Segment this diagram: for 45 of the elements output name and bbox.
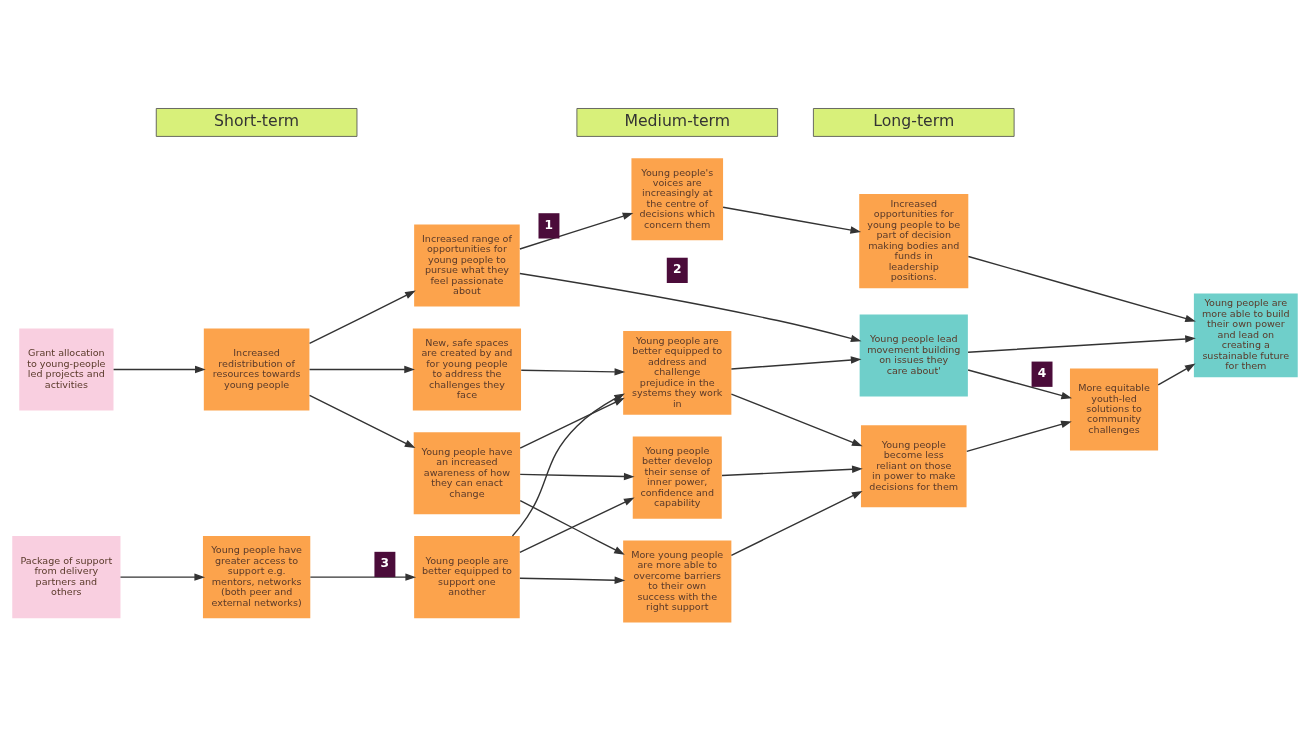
node-box: More equitable youth-led solutions to community challenges <box>1069 368 1159 451</box>
arrow <box>967 368 1072 399</box>
arrow <box>520 367 626 376</box>
edge-label: 4 <box>1037 365 1047 380</box>
arrow <box>721 465 863 476</box>
label: Long-term <box>873 110 955 130</box>
edge-label: 2 <box>672 261 682 276</box>
node-box: Young people are more able to build their own power and lead on creating a sustainable future for them <box>1193 293 1298 377</box>
node-box: Young people's voices are increasingly at the centre of decisions which concern them <box>631 157 724 240</box>
arrow <box>519 272 862 342</box>
label: Short-term <box>214 110 300 130</box>
node-box: Young people lead movement building on issues they care about' <box>859 313 968 396</box>
arrow <box>519 472 635 480</box>
arrow <box>309 572 417 581</box>
node-box: Increased opportunities for young people to be part of decision making bodies and funds in leadership positions. <box>859 193 969 288</box>
node-box: Increased redistribution of resources towards young people <box>203 327 310 410</box>
node-box: Young people are better equipped to support one another <box>414 535 520 618</box>
arrow <box>722 206 862 234</box>
arrow <box>967 334 1196 353</box>
arrow <box>966 420 1072 452</box>
arrow <box>1157 363 1196 386</box>
arrow <box>519 212 634 250</box>
arrow <box>519 575 626 584</box>
arrow <box>112 365 206 373</box>
arrow <box>967 255 1196 322</box>
node-box: Package of support from delivery partners and others <box>12 535 121 618</box>
node-box: Young people have an increased awareness of how they can enact change <box>413 431 521 514</box>
arrow <box>308 394 416 448</box>
arrow <box>730 355 862 370</box>
node-box: Increased range of opportunities for young people to pursue what they feel passionate about <box>414 224 520 307</box>
node-box: New, safe spaces are created by and for young people to address the challenges they face <box>412 327 522 410</box>
edge-label: 1 <box>544 217 554 232</box>
node-box: More young people are more able to overcome barriers to their own success with the right support <box>623 540 732 622</box>
arrow <box>308 290 416 344</box>
node-box: Young people better develop their sense of inner power, confidence and capability <box>632 436 722 519</box>
arrow <box>730 490 863 556</box>
arrow <box>308 365 415 373</box>
node-box: Grant allocation to young-people led projects and activities <box>19 327 114 410</box>
label: Medium-term <box>624 110 731 130</box>
node-box: Young people are better equipped to address and challenge prejudice in the systems they work in <box>623 330 732 415</box>
node-box: Young people have greater access to support e.g. mentors, networks (both peer and external networks) <box>202 535 311 618</box>
node-box: Young people become less reliant on those in power to make decisions for them <box>860 424 967 507</box>
edge-label: 3 <box>380 555 390 570</box>
arrow <box>730 392 863 446</box>
arrow <box>119 572 206 581</box>
